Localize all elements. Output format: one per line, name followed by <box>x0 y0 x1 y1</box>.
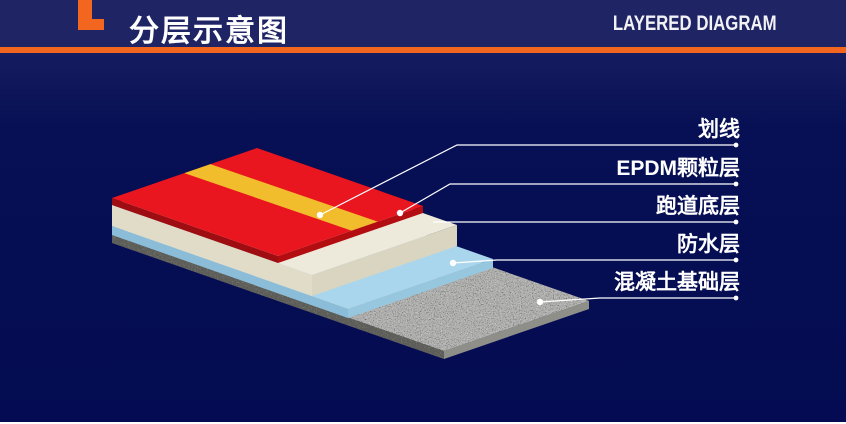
concrete-right-face <box>444 301 589 359</box>
epdm-left-face <box>112 198 278 263</box>
concrete-texture-edge <box>112 235 444 359</box>
dot-end-track-base <box>733 219 739 225</box>
dot-marking-line <box>316 211 324 219</box>
screenshot-bottom-edge <box>0 422 846 424</box>
dot-concrete <box>536 298 544 306</box>
leader-marking-line <box>319 144 736 216</box>
epdm-top-face <box>112 148 423 256</box>
leader-epdm <box>399 183 736 214</box>
track-base-right-face <box>312 225 457 296</box>
leader-waterproof <box>452 259 736 264</box>
page-title: 分层示意图 <box>129 15 289 48</box>
layer-epdm-surface <box>112 148 423 263</box>
accent-divider <box>0 47 846 53</box>
header-bar: 分层示意图 LAYERED DIAGRAM <box>0 0 846 48</box>
leader-lines <box>319 144 736 303</box>
dot-end-marking-line <box>733 142 739 148</box>
dot-end-waterproof <box>733 257 739 263</box>
leader-dots <box>316 142 739 306</box>
label-marking-line: 划线 <box>698 118 740 141</box>
marking-stripe <box>184 164 423 256</box>
layered-diagram <box>112 142 739 359</box>
track-base-left-face <box>112 205 312 296</box>
orange-l-mark-icon <box>91 19 104 30</box>
label-epdm: EPDM颗粒层 <box>616 157 740 180</box>
waterproof-left-face <box>112 226 348 318</box>
dot-waterproof <box>449 259 457 267</box>
dot-end-concrete <box>733 295 739 301</box>
label-track-base: 跑道底层 <box>656 195 740 218</box>
dot-epdm <box>396 209 404 217</box>
page-title-english: LAYERED DIAGRAM <box>613 12 777 35</box>
label-waterproof: 防水层 <box>677 233 740 256</box>
epdm-right-face <box>278 206 423 263</box>
label-concrete: 混凝土基础层 <box>614 271 740 294</box>
dot-end-epdm <box>733 181 739 187</box>
waterproof-right-face <box>348 259 493 318</box>
orange-l-mark-icon <box>78 0 92 30</box>
leader-concrete <box>539 297 736 303</box>
